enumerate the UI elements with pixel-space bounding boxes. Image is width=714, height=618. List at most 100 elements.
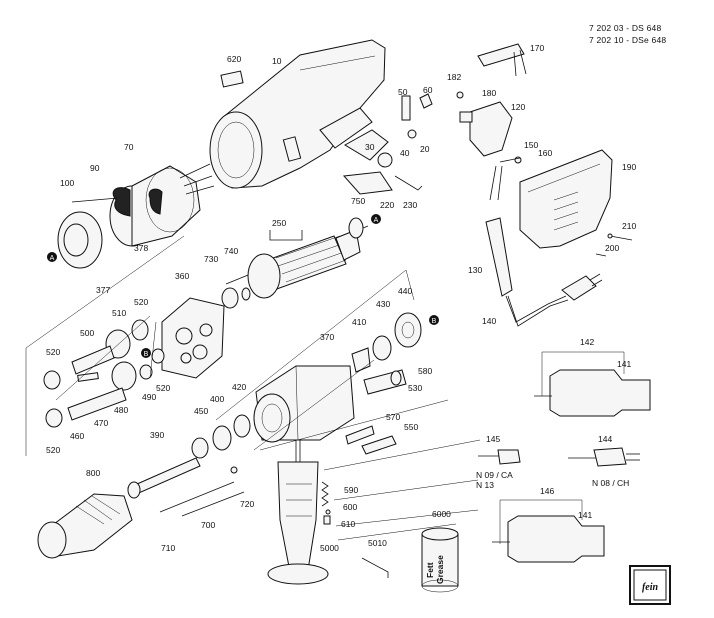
label-190: 190 xyxy=(622,162,636,172)
label-400: 400 xyxy=(210,394,224,404)
label-130: 130 xyxy=(468,265,482,275)
gearbox-housing-370 xyxy=(253,365,355,443)
part-labels: 620 10 170 182 50 60 180 120 90 70 100 3… xyxy=(46,43,636,553)
leader-lines xyxy=(25,235,481,541)
label-144: 144 xyxy=(598,434,612,444)
label-170: 170 xyxy=(530,43,544,53)
svg-text:B: B xyxy=(144,351,149,358)
label-500: 500 xyxy=(80,328,94,338)
marker-a-right: A xyxy=(371,214,381,224)
label-150: 150 xyxy=(524,140,538,150)
gear-set-upper xyxy=(43,319,165,390)
bearing-plate-360 xyxy=(161,297,225,379)
label-146: 146 xyxy=(540,486,554,496)
label-520-b: 520 xyxy=(46,347,60,357)
fein-logo: fein xyxy=(629,565,671,605)
label-520-c: 520 xyxy=(156,383,170,393)
label-580: 580 xyxy=(418,366,432,376)
label-700: 700 xyxy=(201,520,215,530)
label-70: 70 xyxy=(124,142,134,152)
label-710: 710 xyxy=(161,543,175,553)
label-430: 430 xyxy=(376,299,390,309)
model-line-2: 7 202 10 - DSe 648 xyxy=(589,35,667,45)
label-145: 145 xyxy=(486,434,500,444)
screw-610 xyxy=(323,515,331,525)
svg-text:fein: fein xyxy=(642,582,659,593)
label-377: 377 xyxy=(96,285,110,295)
svg-text:B: B xyxy=(432,318,437,325)
plug-label-n09: N 09 / CA xyxy=(476,470,513,480)
brush-holder-ring-100 xyxy=(57,211,103,269)
label-480: 480 xyxy=(114,405,128,415)
plug-detail-146 xyxy=(492,499,605,563)
label-182: 182 xyxy=(447,72,461,82)
label-60: 60 xyxy=(423,85,433,95)
label-600: 600 xyxy=(343,502,357,512)
label-250: 250 xyxy=(272,218,286,228)
grease-tin-text-fett: Fett xyxy=(425,562,435,578)
lever-550 xyxy=(361,435,397,455)
svg-text:A: A xyxy=(374,217,379,224)
label-50: 50 xyxy=(398,87,408,97)
label-5010: 5010 xyxy=(368,538,387,548)
marker-b-left: B xyxy=(141,348,151,358)
grease-tin-text-grease: Grease xyxy=(435,555,445,584)
label-141-a: 141 xyxy=(617,359,631,369)
field-stator xyxy=(109,163,215,247)
drill-chuck-800 xyxy=(37,493,133,559)
drill-spindle-390 xyxy=(127,457,201,499)
label-140: 140 xyxy=(482,316,496,326)
label-90: 90 xyxy=(90,163,100,173)
plug-detail-142 xyxy=(534,351,651,417)
label-410: 410 xyxy=(352,317,366,327)
gear-440 xyxy=(394,312,422,348)
label-30: 30 xyxy=(365,142,375,152)
switch-assembly xyxy=(342,43,527,195)
bearing-420 xyxy=(233,414,251,438)
model-line-1: 7 202 03 - DS 648 xyxy=(589,23,662,33)
label-490: 490 xyxy=(142,392,156,402)
label-520-d: 520 xyxy=(46,445,60,455)
label-141-b: 141 xyxy=(578,510,592,520)
marker-a-left: A xyxy=(47,252,57,262)
label-460: 460 xyxy=(70,431,84,441)
rod-700 xyxy=(181,491,245,517)
rod-710 xyxy=(159,481,235,513)
label-100: 100 xyxy=(60,178,74,188)
label-450: 450 xyxy=(194,406,208,416)
clip-570 xyxy=(345,425,375,445)
bearing-430 xyxy=(372,335,392,361)
label-390: 390 xyxy=(150,430,164,440)
label-20: 20 xyxy=(420,144,430,154)
label-210: 210 xyxy=(622,221,636,231)
label-plate-620 xyxy=(220,70,244,88)
spring-590 xyxy=(321,481,329,507)
plug-label-n13: N 13 xyxy=(476,480,494,490)
label-180: 180 xyxy=(482,88,496,98)
label-620: 620 xyxy=(227,54,241,64)
washer-720 xyxy=(230,466,238,474)
grease-tin-6000 xyxy=(421,527,459,593)
label-360: 360 xyxy=(175,271,189,281)
label-370: 370 xyxy=(320,332,334,342)
plug-label-n08: N 08 / CH xyxy=(592,478,629,488)
sleeve-410 xyxy=(351,347,371,373)
side-handle-5000 xyxy=(267,440,329,585)
label-740: 740 xyxy=(224,246,238,256)
plug-145 xyxy=(478,449,521,465)
label-570: 570 xyxy=(386,412,400,422)
label-378: 378 xyxy=(134,243,148,253)
handle-housing xyxy=(519,149,613,249)
label-470: 470 xyxy=(94,418,108,428)
label-530: 530 xyxy=(408,383,422,393)
label-160: 160 xyxy=(538,148,552,158)
label-230: 230 xyxy=(403,200,417,210)
label-420: 420 xyxy=(232,382,246,392)
spindle-530-580 xyxy=(363,369,407,395)
label-5000: 5000 xyxy=(320,543,339,553)
plug-144 xyxy=(568,447,640,467)
marker-b-right: B xyxy=(429,315,439,325)
label-6000: 6000 xyxy=(432,509,451,519)
label-750: 750 xyxy=(351,196,365,206)
label-142: 142 xyxy=(580,337,594,347)
